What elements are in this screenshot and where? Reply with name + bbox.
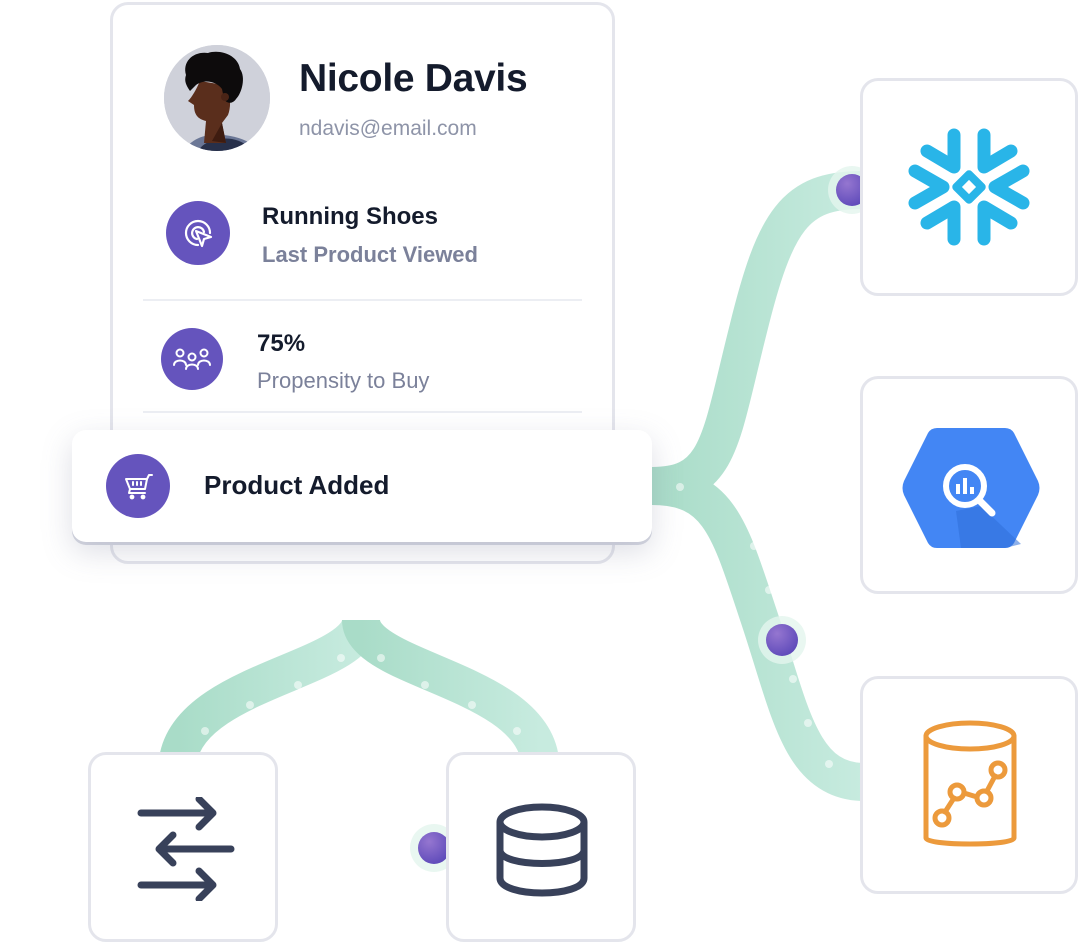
event-label: Product Added: [204, 470, 390, 500]
arrows-exchange-icon: [137, 797, 235, 901]
source-tile-database[interactable]: [446, 752, 636, 942]
customer-name: Nicole Davis: [299, 57, 528, 100]
flow-indicator-dot: [418, 832, 450, 864]
event-icon-badge: [106, 454, 170, 518]
snowflake-icon: [908, 128, 1030, 246]
attribute-icon-badge: [166, 201, 230, 265]
flow-indicator-dot: [766, 624, 798, 656]
shopping-cart-icon: [125, 474, 153, 500]
propensity-value: 75%: [257, 330, 306, 357]
propensity-label: Propensity to Buy: [257, 368, 430, 393]
divider: [143, 411, 582, 413]
database-chart-icon: [923, 720, 1017, 847]
last-product-title: Running Shoes: [262, 203, 438, 230]
database-icon: [496, 803, 588, 897]
cursor-click-icon: [184, 219, 213, 248]
last-product-label: Last Product Viewed: [262, 242, 478, 267]
attribute-icon-badge: [161, 328, 223, 390]
avatar: [164, 45, 270, 151]
customer-email: ndavis@email.com: [299, 117, 477, 140]
destination-tile-analytics-database[interactable]: [860, 676, 1078, 894]
event-card-product-added[interactable]: Product Added: [72, 430, 652, 542]
divider: [143, 299, 582, 301]
users-group-icon: [173, 348, 211, 370]
destination-tile-bigquery[interactable]: [860, 376, 1078, 594]
person-avatar-icon: [164, 45, 270, 151]
bigquery-icon: [902, 428, 1040, 548]
destination-tile-snowflake[interactable]: [860, 78, 1078, 296]
source-tile-sync[interactable]: [88, 752, 278, 942]
